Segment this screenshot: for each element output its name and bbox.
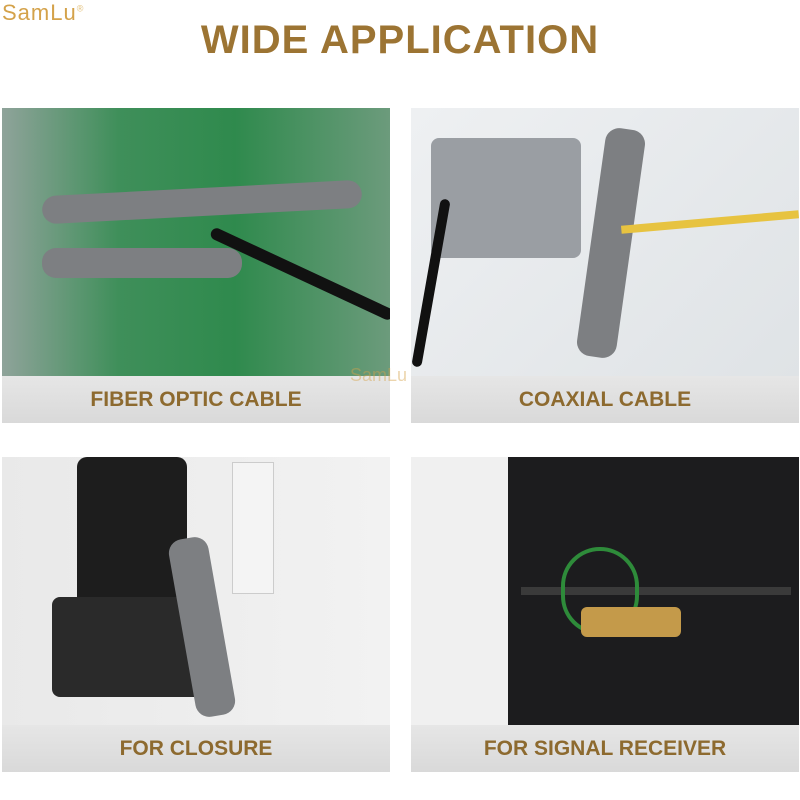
caption: FOR SIGNAL RECEIVER xyxy=(411,725,799,772)
closure-photo xyxy=(2,457,390,725)
brand-logo: SamLu® xyxy=(2,0,84,26)
registered-mark: ® xyxy=(76,3,85,14)
fiber-optic-photo xyxy=(2,108,390,376)
coaxial-photo xyxy=(411,108,799,376)
panel-fiber-optic-cable: FIBER OPTIC CABLE xyxy=(2,108,390,423)
watermark-logo: SamLu xyxy=(350,365,408,385)
page-title: WIDE APPLICATION xyxy=(200,18,600,62)
signal-receiver-photo xyxy=(411,457,799,725)
caption: FIBER OPTIC CABLE xyxy=(2,376,390,423)
caption: FOR CLOSURE xyxy=(2,725,390,772)
logo-text: SamLu xyxy=(2,0,77,25)
panel-closure: FOR CLOSURE xyxy=(2,457,390,772)
panel-coaxial-cable: COAXIAL CABLE xyxy=(411,108,799,423)
panel-signal-receiver: FOR SIGNAL RECEIVER xyxy=(411,457,799,772)
caption: COAXIAL CABLE xyxy=(411,376,799,423)
